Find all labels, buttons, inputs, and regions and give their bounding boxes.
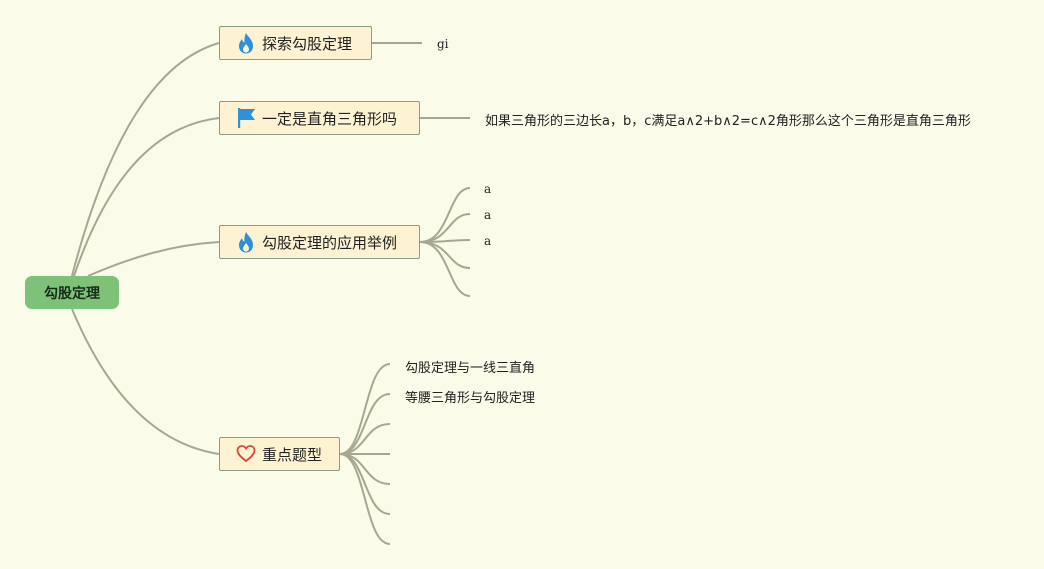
leaf-text[interactable]: 勾股定理与一线三直角: [405, 361, 536, 376]
topic-explore-theorem[interactable]: 探索勾股定理: [219, 26, 372, 60]
root-to-topic-line: [71, 42, 220, 277]
root-to-topic-line: [71, 308, 220, 455]
topic-label: 一定是直角三角形吗: [262, 109, 398, 128]
topic-to-leaf-line: [339, 453, 391, 545]
root-to-topic-line: [73, 117, 220, 277]
leaf-text[interactable]: a: [484, 234, 492, 248]
root-label: 勾股定理: [44, 285, 100, 302]
leaf-text[interactable]: a: [484, 208, 492, 222]
topic-to-leaf-line: [419, 213, 471, 243]
topic-label: 探索勾股定理: [262, 34, 353, 53]
leaf-text[interactable]: 如果三角形的三边长a，b，c满足a∧2+b∧2=c∧2角形那么这个三角形是直角三…: [485, 114, 971, 129]
topic-to-leaf-line: [339, 393, 391, 455]
topic-label: 重点题型: [262, 445, 323, 464]
fire-icon: [236, 32, 256, 54]
topic-key-question-types[interactable]: 重点题型: [219, 437, 340, 471]
topic-is-right-triangle[interactable]: 一定是直角三角形吗: [219, 101, 420, 135]
topic-to-leaf-line: [339, 363, 391, 455]
topic-label: 勾股定理的应用举例: [262, 233, 398, 252]
leaf-text[interactable]: 等腰三角形与勾股定理: [405, 391, 536, 406]
topic-to-leaf-line: [339, 453, 391, 485]
leaf-text[interactable]: a: [484, 182, 492, 196]
root-to-topic-line: [87, 241, 220, 277]
root-node[interactable]: 勾股定理: [25, 276, 119, 309]
topic-to-leaf-line: [419, 241, 471, 297]
topic-application-examples[interactable]: 勾股定理的应用举例: [219, 225, 420, 259]
leaf-text[interactable]: gi: [437, 37, 449, 51]
heart-icon: [236, 443, 256, 465]
fire-icon: [236, 231, 256, 253]
topic-to-leaf-line: [339, 423, 391, 455]
flag-icon: [236, 107, 256, 129]
